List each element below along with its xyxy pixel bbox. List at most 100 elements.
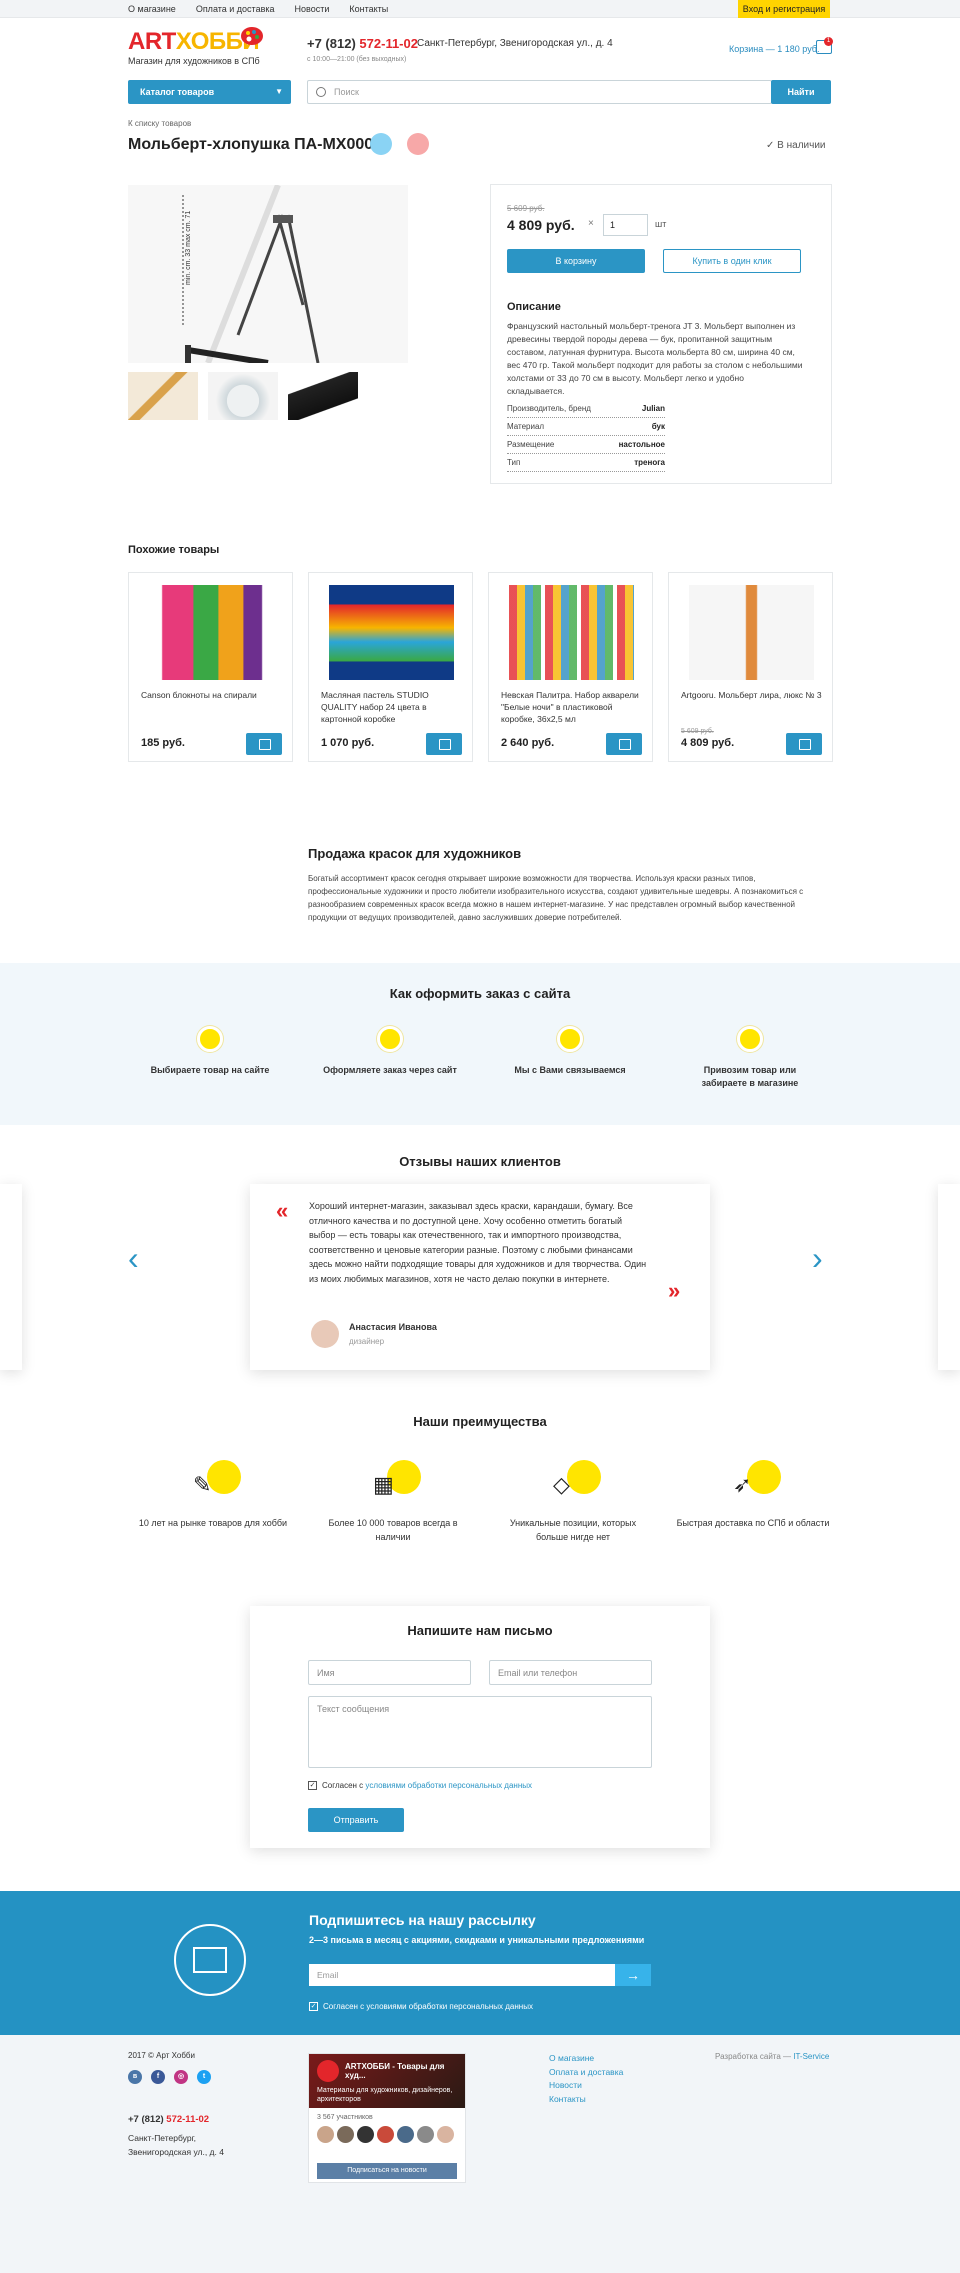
search-button[interactable]: Найти xyxy=(771,80,831,104)
agree-link[interactable]: условиями обработки персональных данных xyxy=(365,1781,532,1790)
footer-phone[interactable]: +7 (812) 572-11-02 xyxy=(128,2114,209,2125)
avatar[interactable] xyxy=(357,2126,374,2143)
product-main-image[interactable]: min. cm. 33 max cm. 71 xyxy=(128,183,408,366)
share-ok-button[interactable] xyxy=(407,133,429,155)
avatar[interactable] xyxy=(377,2126,394,2143)
review-card-next xyxy=(938,1184,960,1370)
vk-group-logo xyxy=(317,2060,339,2082)
search-input[interactable]: Поиск xyxy=(307,80,772,104)
contact-form-title: Напишите нам письмо xyxy=(407,1623,553,1638)
subscribe-email-input[interactable]: Email xyxy=(309,1964,615,1986)
send-button[interactable]: Отправить xyxy=(308,1808,404,1832)
name-field[interactable]: Имя xyxy=(308,1660,471,1685)
share-vk-button[interactable] xyxy=(370,133,392,155)
advantage-item: ➶Быстрая доставка по СПб и области xyxy=(673,1460,833,1530)
working-hours: с 10:00—21:00 (без выходных) xyxy=(307,56,407,63)
product-image[interactable] xyxy=(689,585,814,680)
product-card[interactable]: Масляная пастель STUDIO QUALITY набор 24… xyxy=(308,572,473,762)
cart-link[interactable]: Корзина — 1 180 руб. xyxy=(729,44,820,54)
catalog-button[interactable]: Каталог товаров▼ xyxy=(128,80,291,104)
product-name[interactable]: Невская Палитра. Набор акварели "Белые н… xyxy=(501,690,639,724)
cart-icon xyxy=(377,1026,403,1052)
footer-link-about[interactable]: О магазине xyxy=(549,2053,595,2063)
spec-value: Julian xyxy=(641,404,665,413)
image-dimension-label: min. cm. 33 max cm. 71 xyxy=(185,211,192,285)
product-image[interactable] xyxy=(149,585,274,680)
logo[interactable]: ARTХОББИ xyxy=(128,28,260,56)
back-link[interactable]: К списку товаров xyxy=(128,119,192,128)
product-card[interactable]: Canson блокноты на спирали 185 руб. xyxy=(128,572,293,762)
vk-widget: ARTХОББИ - Товары для худ... Материалы д… xyxy=(308,2053,466,2183)
how-to-order-title: Как оформить заказ с сайта xyxy=(389,986,571,1001)
chevron-down-icon: ▼ xyxy=(275,87,283,96)
login-button[interactable]: Вход и регистрация xyxy=(738,0,830,18)
cursor-icon xyxy=(197,1026,223,1052)
developer-link[interactable]: IT-Service xyxy=(793,2052,830,2061)
review-card-prev xyxy=(0,1184,22,1370)
product-name[interactable]: Artgooru. Мольберт лира, люкс № 3 xyxy=(681,690,822,700)
avatar[interactable] xyxy=(317,2126,334,2143)
product-image[interactable] xyxy=(509,585,634,680)
order-step: Привозим товар или забираете в магазине xyxy=(680,1026,820,1090)
agree-checkbox-row[interactable]: ✓Согласен с условиями обработки персонал… xyxy=(308,1781,532,1791)
product-old-price: 5 609 руб. xyxy=(681,728,714,735)
nav-about[interactable]: О магазине xyxy=(128,4,176,14)
product-image[interactable] xyxy=(329,585,454,680)
quantity-input[interactable]: 1 xyxy=(603,214,648,236)
nav-payment[interactable]: Оплата и доставка xyxy=(195,4,275,14)
avatar[interactable] xyxy=(337,2126,354,2143)
product-name[interactable]: Масляная пастель STUDIO QUALITY набор 24… xyxy=(321,690,429,724)
twitter-icon[interactable]: t xyxy=(197,2070,211,2084)
add-to-cart-button[interactable] xyxy=(606,733,642,755)
send-icon xyxy=(737,1026,763,1052)
spec-value: тренога xyxy=(634,458,665,467)
footer-link-news[interactable]: Новости xyxy=(549,2080,582,2090)
product-card[interactable]: Artgooru. Мольберт лира, люкс № 3 5 609 … xyxy=(668,572,833,762)
thumbnail[interactable] xyxy=(128,372,198,420)
subscribe-submit-button[interactable]: → xyxy=(615,1964,651,1986)
nav-news[interactable]: Новости xyxy=(294,4,330,14)
add-to-cart-button[interactable] xyxy=(426,733,462,755)
cart-badge: 1 xyxy=(824,37,833,46)
vk-icon[interactable]: в xyxy=(128,2070,142,2084)
advantage-label: Быстрая доставка по СПб и области xyxy=(676,1518,830,1528)
step-label: Мы с Вами связываемся xyxy=(514,1065,626,1075)
footer-link-contacts[interactable]: Контакты xyxy=(549,2093,586,2104)
add-to-cart-button[interactable] xyxy=(786,733,822,755)
add-to-cart-button[interactable]: В корзину xyxy=(507,249,645,273)
subscribe-agree-row[interactable]: ✓Согласен с условиями обработки персонал… xyxy=(309,2002,533,2012)
buy-box xyxy=(490,184,832,484)
instagram-icon[interactable]: ◎ xyxy=(174,2070,188,2084)
avatar[interactable] xyxy=(437,2126,454,2143)
add-to-cart-button[interactable] xyxy=(246,733,282,755)
tagline: Магазин для художников в СПб xyxy=(128,56,260,66)
message-field[interactable]: Текст сообщения xyxy=(308,1696,652,1768)
envelope-circle xyxy=(174,1924,246,1996)
checkbox[interactable]: ✓ xyxy=(308,1781,317,1791)
header-phone[interactable]: +7 (812) 572-11-02 xyxy=(307,36,418,51)
avatar[interactable] xyxy=(397,2126,414,2143)
phone-icon xyxy=(557,1026,583,1052)
search-placeholder: Поиск xyxy=(334,87,359,97)
one-click-buy-button[interactable]: Купить в один клик xyxy=(663,249,801,273)
vk-group-title[interactable]: ARTХОББИ - Товары для худ... xyxy=(345,2062,445,2080)
chevron-left-icon[interactable]: ‹ xyxy=(128,1240,139,1276)
advantage-item: ✎10 лет на рынке товаров для хобби xyxy=(133,1460,293,1530)
chevron-right-icon[interactable]: › xyxy=(812,1240,823,1276)
nav-contacts[interactable]: Контакты xyxy=(349,4,389,14)
email-field[interactable]: Email или телефон xyxy=(489,1660,652,1685)
thumbnail[interactable] xyxy=(208,372,278,420)
quote-close-icon: » xyxy=(668,1278,681,1303)
checkbox[interactable]: ✓ xyxy=(309,2002,318,2012)
search-icon xyxy=(316,87,326,97)
similar-title: Похожие товары xyxy=(128,544,220,556)
page-title: Мольберт-хлопушка ПА-МХ0002 xyxy=(128,136,383,153)
avatar[interactable] xyxy=(417,2126,434,2143)
thumbnail[interactable] xyxy=(288,372,358,420)
footer-phone-number: 572-11-02 xyxy=(166,2114,210,2125)
vk-subscribe-button[interactable]: Подписаться на новости xyxy=(317,2163,457,2179)
product-card[interactable]: Невская Палитра. Набор акварели "Белые н… xyxy=(488,572,653,762)
facebook-icon[interactable]: f xyxy=(151,2070,165,2084)
product-name[interactable]: Canson блокноты на спирали xyxy=(141,690,257,700)
footer-link-payment[interactable]: Оплата и доставка xyxy=(549,2066,624,2077)
